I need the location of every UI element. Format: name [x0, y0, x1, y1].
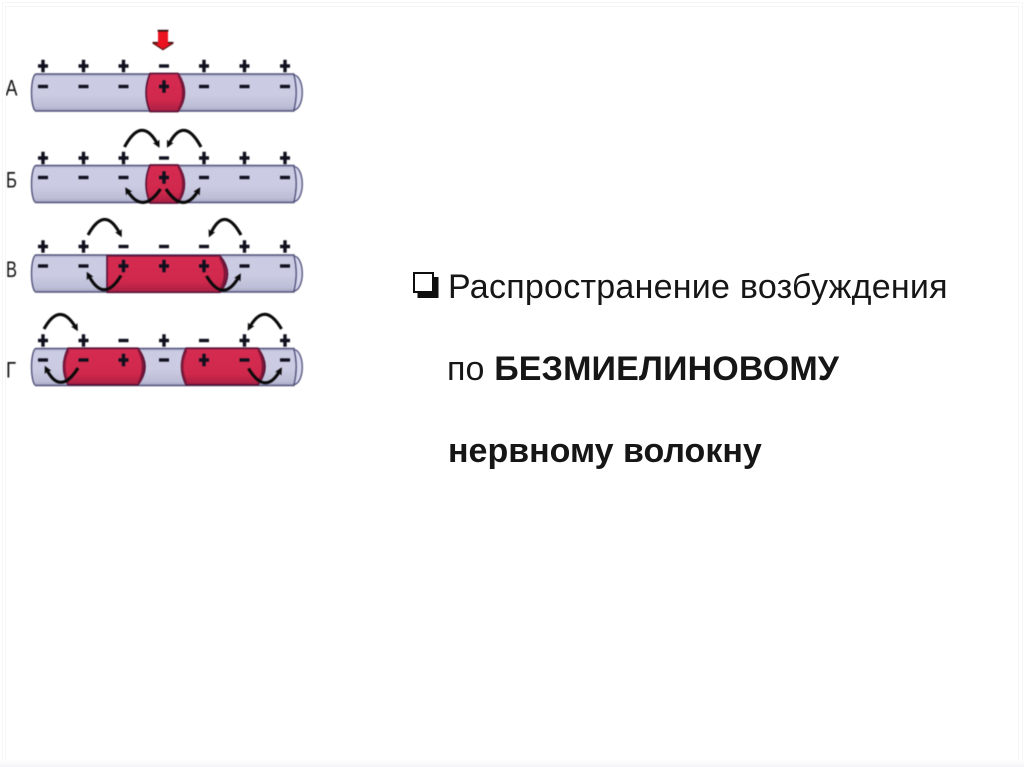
svg-text:Г: Г	[6, 358, 16, 383]
svg-text:Б: Б	[6, 168, 17, 193]
svg-text:А: А	[6, 76, 18, 101]
svg-text:В: В	[6, 257, 17, 282]
